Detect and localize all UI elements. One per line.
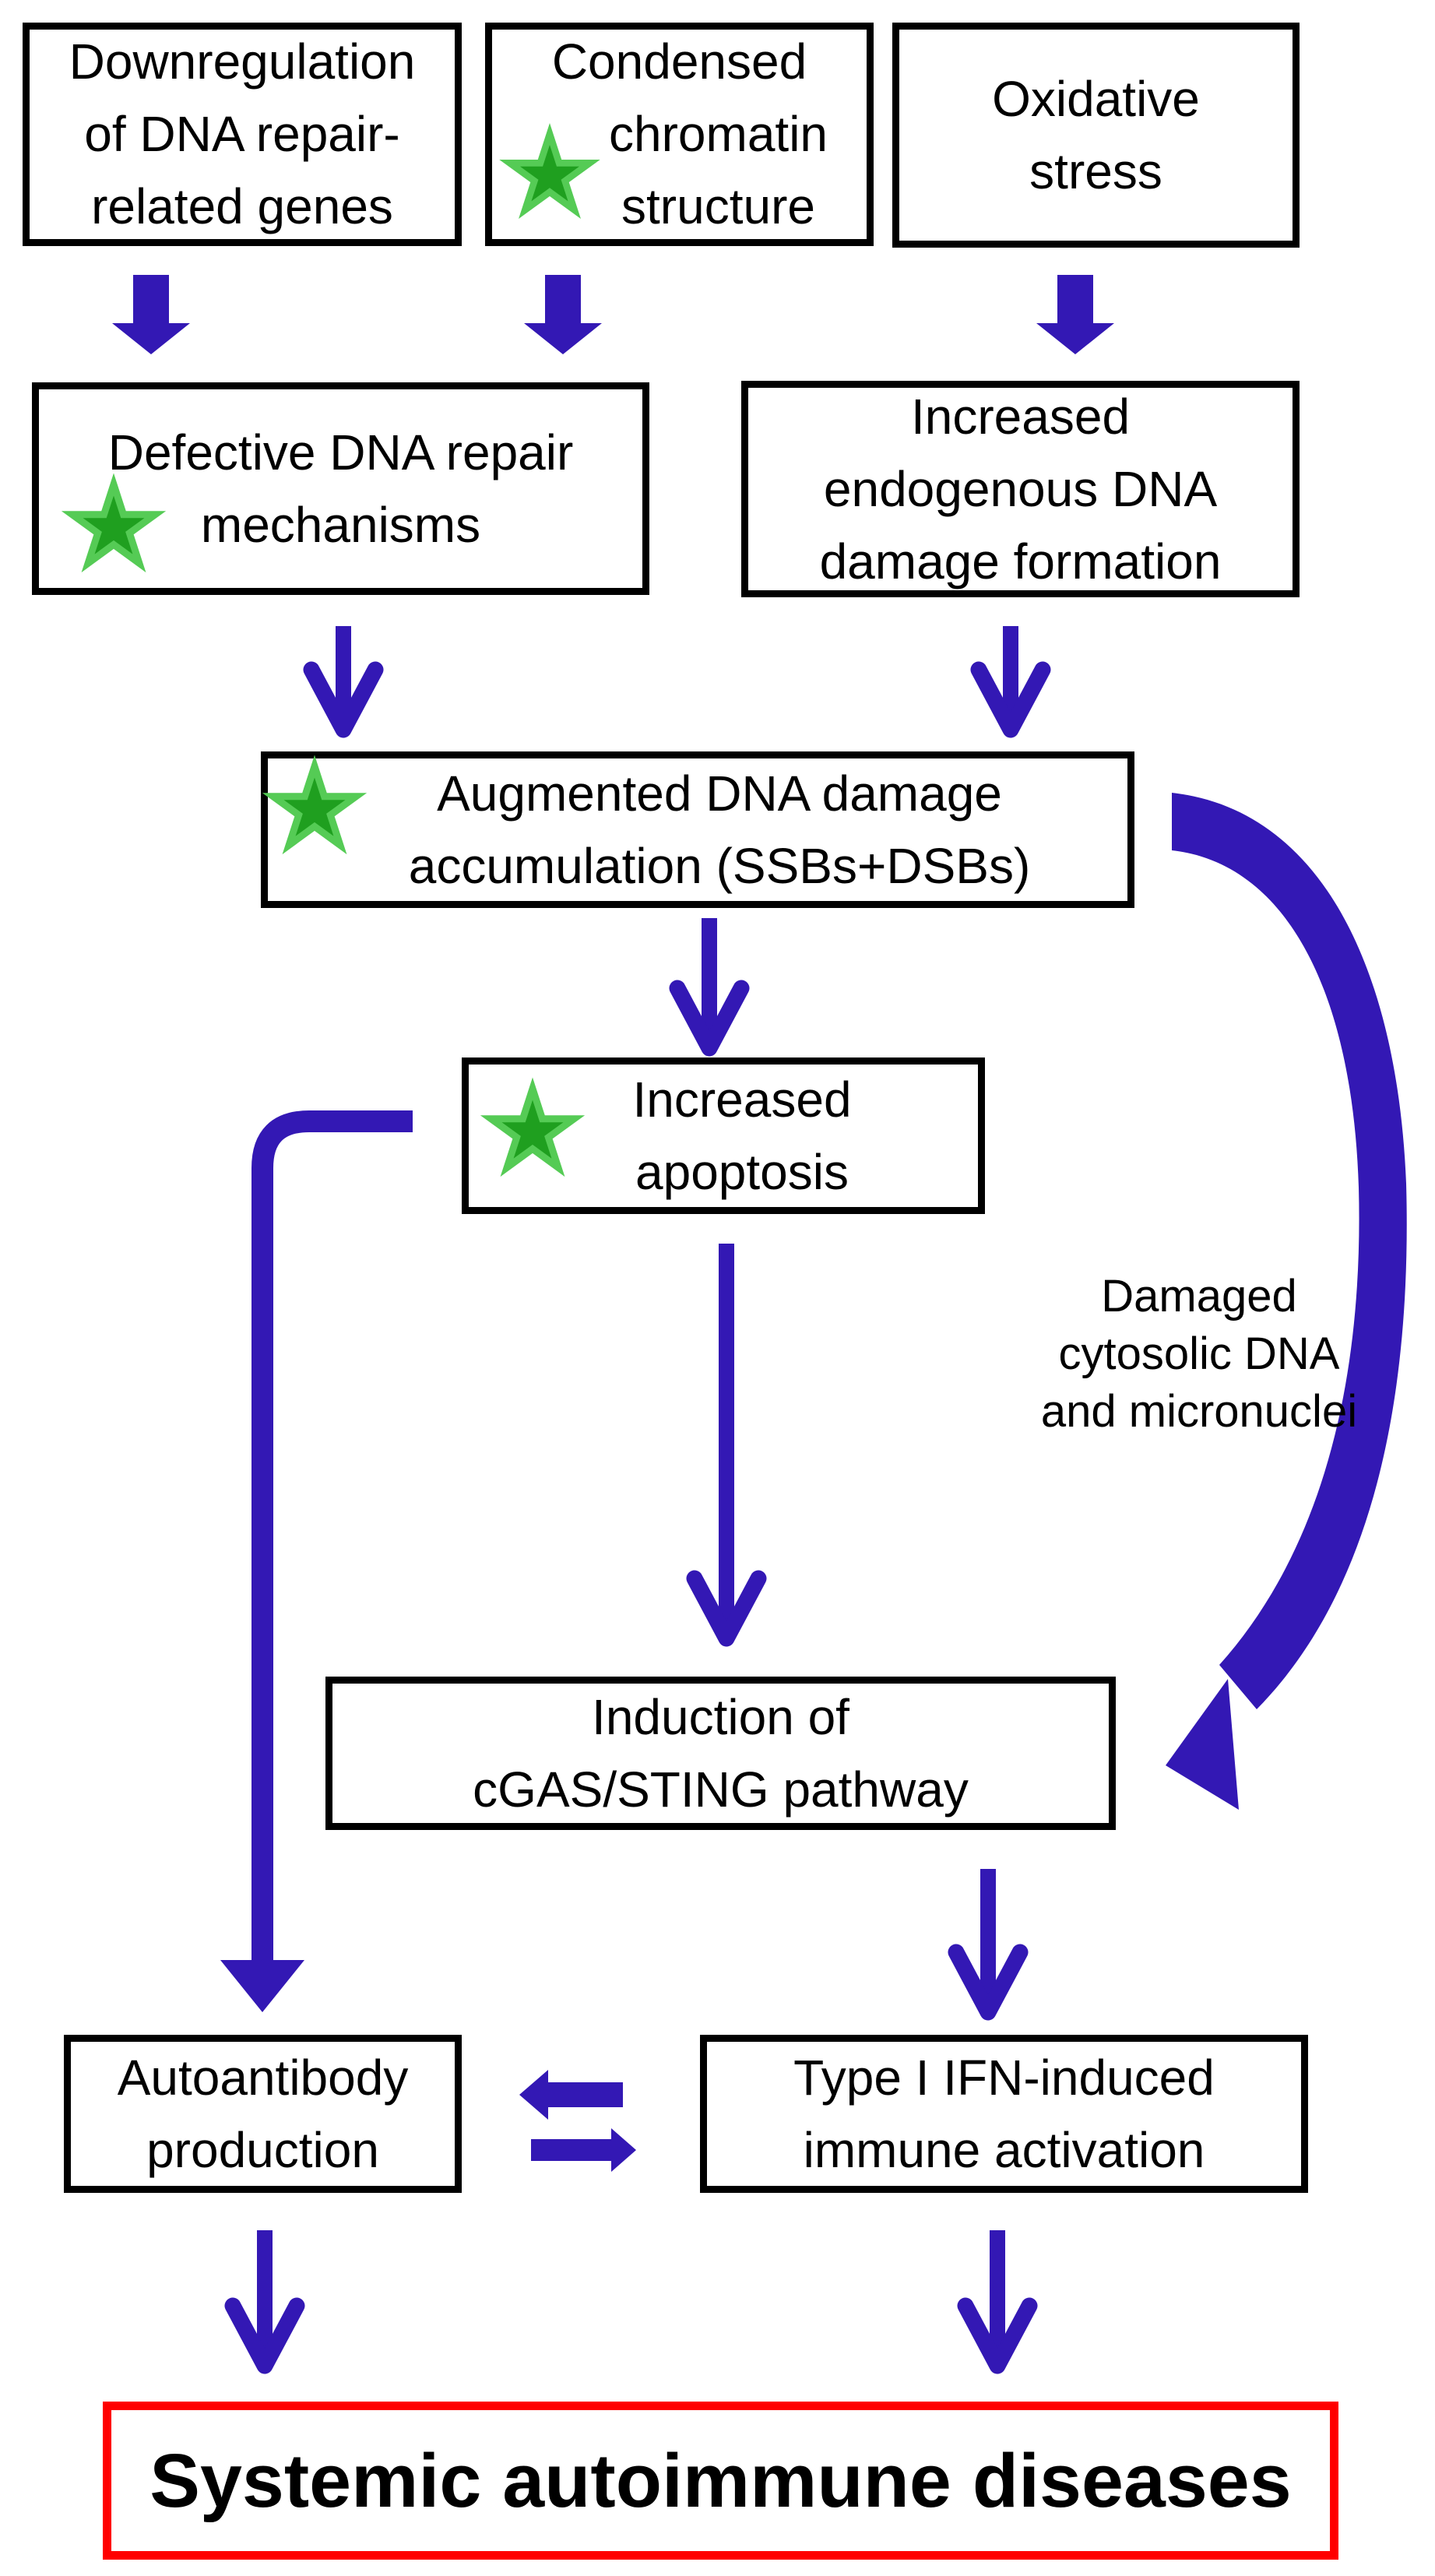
arrow-induction-to-ifn [948, 1869, 1029, 2021]
box-text-line: apoptosis [635, 1143, 849, 1200]
box-text-line: immune activation [803, 2121, 1205, 2178]
box-text-line: Defective DNA repair [107, 424, 574, 480]
box-cgas-sting: Induction of cGAS/STING pathway [325, 1677, 1116, 1830]
box-systemic-autoimmune: Systemic autoimmune diseases [103, 2402, 1338, 2560]
arrow-endogenous-to-augmented [970, 626, 1051, 738]
arrow-condensed-to-defective [524, 275, 602, 354]
star-icon [480, 1077, 586, 1177]
box-downregulation: Downregulation of DNA repair- related ge… [23, 23, 462, 246]
box-text-line: Augmented DNA damage [437, 765, 1002, 822]
arrow-autoantibody-to-ifn [531, 2128, 636, 2172]
arrow-oxidative-to-endogenous [1036, 275, 1114, 354]
box-text-line: accumulation (SSBs+DSBs) [408, 837, 1031, 894]
box-text-line: Condensed [551, 33, 807, 90]
box-endogenous-damage: Increased endogenous DNA damage formatio… [741, 381, 1300, 597]
box-text-line: mechanisms [200, 496, 481, 553]
box-text-line: production [146, 2121, 379, 2178]
box-text-line: Systemic autoimmune diseases [149, 2437, 1292, 2523]
arrow-apoptosis-to-autoantibody [220, 1110, 413, 2012]
arrow-ifn-to-systemic [957, 2230, 1038, 2374]
box-oxidative-stress: Oxidative stress [892, 23, 1300, 248]
label-line: cytosolic DNA [1058, 1328, 1340, 1379]
arrow-downregulation-to-defective [112, 275, 190, 354]
arrow-apoptosis-to-induction [686, 1244, 767, 1647]
box-type1-ifn: Type I IFN-induced immune activation [700, 2035, 1308, 2193]
box-text-line: Autoantibody [117, 2049, 409, 2106]
star-icon [499, 122, 600, 220]
arrow-augmented-to-induction-curved [1166, 793, 1407, 1810]
box-condensed-chromatin: Condensed chromatin structure [485, 23, 874, 246]
box-text-line: Downregulation [69, 33, 416, 90]
label-damaged-cytosolic-dna: Damaged cytosolic DNA and micronuclei [1028, 1268, 1370, 1441]
box-text-line: Increased [910, 388, 1131, 445]
arrow-augmented-to-apoptosis [669, 918, 750, 1057]
label-line: and micronuclei [1040, 1386, 1358, 1437]
box-text-line: Increased [632, 1071, 852, 1128]
box-text-line: chromatin [609, 106, 828, 162]
box-text-line: related genes [91, 178, 393, 234]
star-icon [262, 755, 368, 855]
box-text-line: Oxidative [992, 70, 1200, 127]
box-augmented-damage: Augmented DNA damage accumulation (SSBs+… [261, 751, 1134, 908]
box-text-line: stress [1029, 143, 1162, 199]
box-text-line: endogenous DNA [823, 460, 1218, 517]
box-text-line: Induction of [592, 1688, 849, 1745]
arrow-defective-to-augmented [303, 626, 384, 738]
box-text-line: structure [621, 178, 815, 234]
star-icon [61, 473, 167, 573]
arrow-ifn-to-autoantibody [519, 2070, 623, 2120]
box-text-line: Type I IFN-induced [793, 2049, 1215, 2106]
box-text-line: of DNA repair- [84, 106, 400, 162]
arrow-autoantibody-to-systemic [224, 2230, 305, 2374]
box-text-line: cGAS/STING pathway [473, 1761, 969, 1818]
label-line: Damaged [1101, 1271, 1297, 1321]
box-text-line: damage formation [819, 533, 1222, 589]
box-autoantibody: Autoantibody production [64, 2035, 462, 2193]
